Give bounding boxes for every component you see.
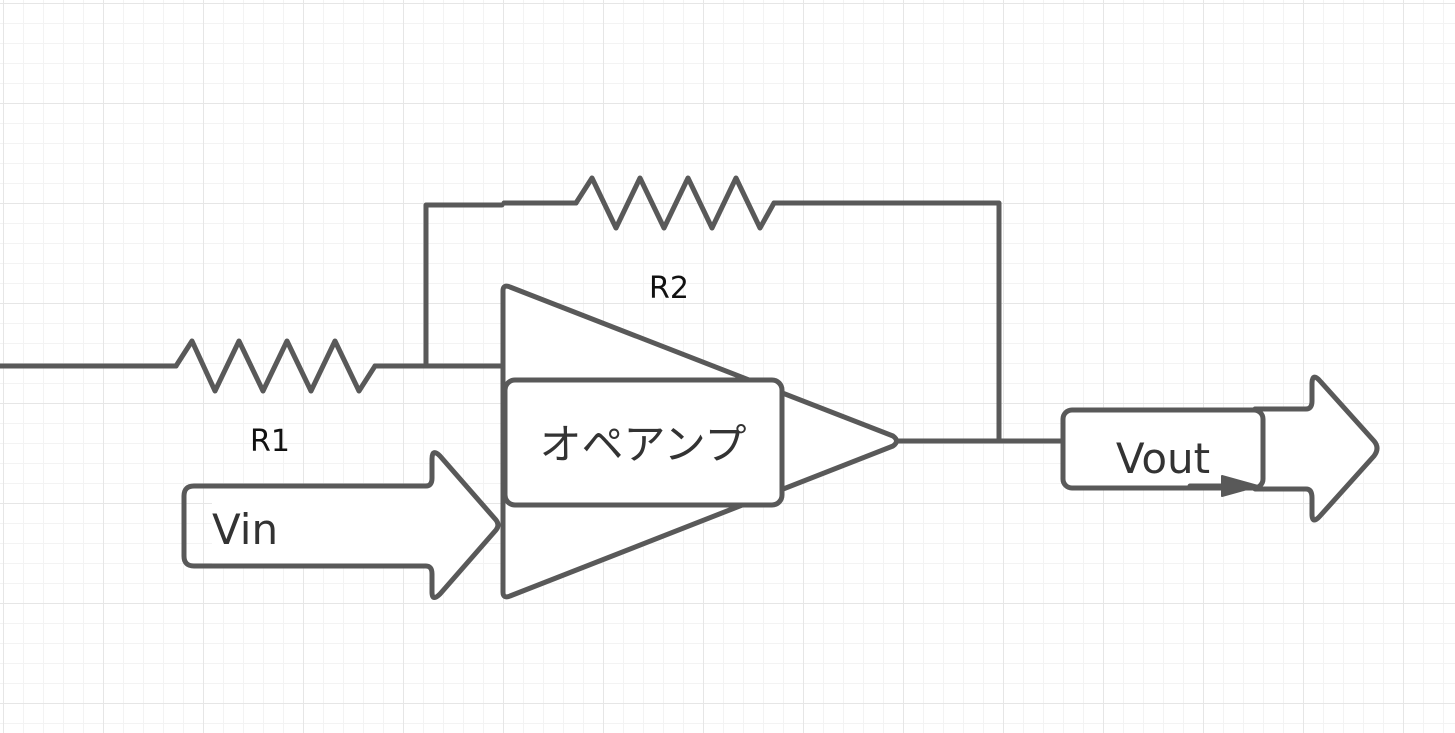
vin-arrow-shape: [212, 450, 501, 600]
vin-label: Vin: [212, 505, 278, 554]
vout-label-box: [1060, 407, 1266, 491]
feedback-left-wire: [423, 202, 505, 369]
r2-label: R2: [649, 271, 689, 306]
r1-label: R1: [250, 424, 290, 459]
r1-resistor-symbol: [173, 338, 378, 394]
opamp-label: オペアンプ: [539, 420, 746, 469]
vout-inner-arrow-head: [1221, 475, 1259, 497]
vin-arrow-tail: [181, 483, 215, 569]
r2-resistor-symbol: [573, 175, 777, 231]
vout-label: Vout: [1116, 434, 1210, 483]
opamp-label-box: [502, 377, 785, 508]
vout-arrow-shape: [1252, 374, 1380, 523]
feedback-right-wire: [771, 200, 1002, 444]
